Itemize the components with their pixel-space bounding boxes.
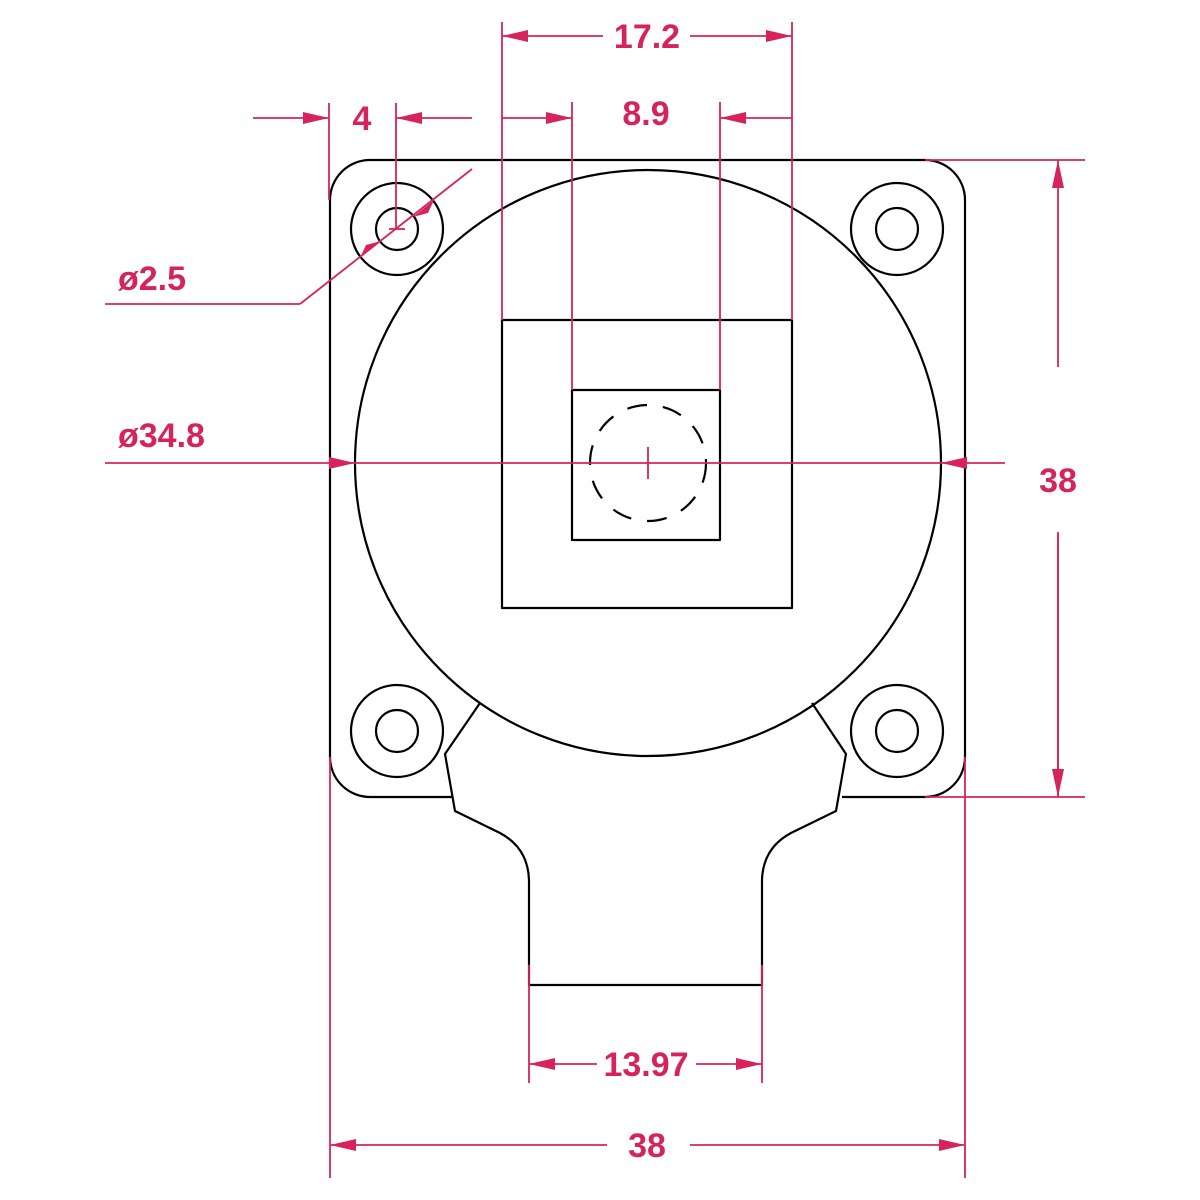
mounting-hole-top-right — [849, 181, 945, 277]
dimension-8-9: 8.9 — [502, 95, 792, 390]
mounting-hole-bottom-right — [849, 683, 945, 779]
dimension-label: 17.2 — [614, 18, 680, 56]
dimension-label: 4 — [353, 100, 372, 138]
dimension-lens-diameter: ø34.8 — [105, 417, 1005, 479]
dimension-hole-offset: 4 — [253, 100, 472, 229]
sensor-inner-square — [570, 388, 722, 542]
dimension-label: ø2.5 — [118, 260, 186, 298]
dimension-tab-width: 13.97 — [528, 965, 763, 1084]
dimension-label: ø34.8 — [118, 417, 205, 455]
sensor-outer-square — [500, 318, 794, 610]
dimension-label: 8.9 — [622, 95, 669, 133]
mounting-hole-top-left — [349, 181, 445, 277]
dimension-17-2: 17.2 — [501, 18, 793, 320]
dimension-hole-diameter: ø2.5 — [105, 168, 473, 305]
mounting-hole-bottom-left — [349, 683, 445, 779]
dimension-width: 38 — [329, 757, 966, 1178]
dimension-label: 13.97 — [603, 1046, 688, 1084]
dimension-label: 38 — [1039, 462, 1077, 500]
dimension-height: 38 — [925, 159, 1085, 798]
connector-tab — [443, 702, 848, 987]
dimension-label: 38 — [628, 1127, 666, 1165]
